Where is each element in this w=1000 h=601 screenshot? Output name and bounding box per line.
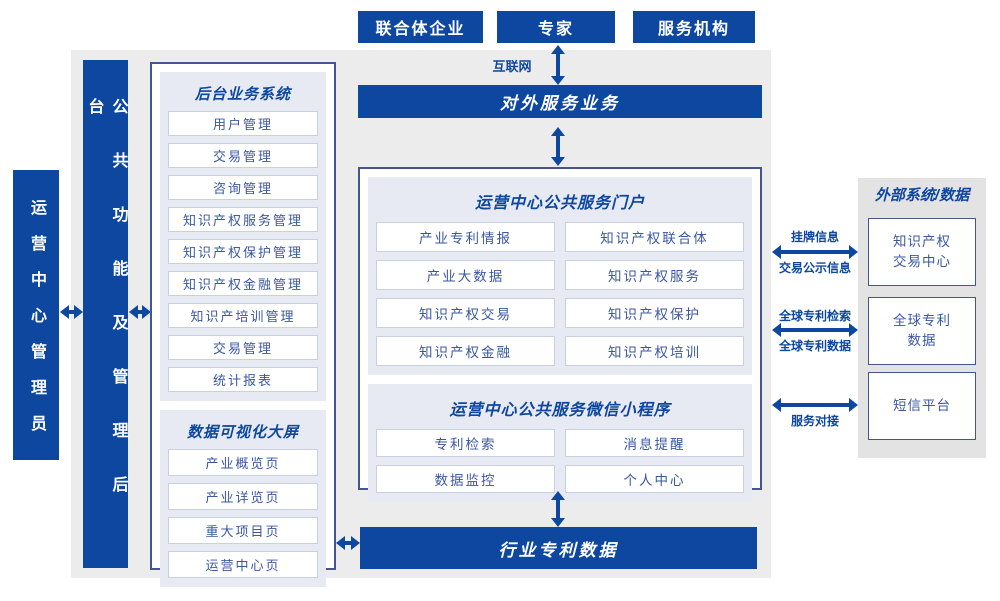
actor-expert: 专家 — [497, 11, 615, 43]
connector-label-trade-publicity: 交易公示信息 — [778, 261, 851, 275]
portal-item: 产业专利情报 — [376, 222, 555, 252]
portal-title: 运营中心公共服务门户 — [474, 195, 645, 212]
backend-item: 知识产权服务管理 — [168, 207, 318, 232]
connector-label-service-docking: 服务对接 — [790, 414, 839, 428]
portal-item: 知识产权交易 — [376, 298, 555, 328]
backend-item: 知识产权金融管理 — [168, 271, 318, 296]
miniprogram-item: 消息提醒 — [565, 429, 744, 457]
actor-consortium-enterprise: 联合体企业 — [358, 11, 483, 43]
portal-item: 知识产权保护 — [565, 298, 744, 328]
miniprogram-title: 运营中心公共服务微信小程序 — [449, 402, 671, 419]
dashboard-item: 重大项目页 — [168, 517, 318, 544]
arrow-dashboard-industry-icon — [336, 536, 360, 550]
portal-item: 知识产权服务 — [565, 260, 744, 290]
industry-patent-data-bar: 行业专利数据 — [360, 527, 757, 569]
external-box-ip-exchange: 知识产权 交易中心 — [868, 218, 976, 286]
arrow-internet-icon — [551, 45, 565, 85]
external-box-global-patent-data: 全球专利 数据 — [868, 297, 976, 365]
portal-item: 知识产权联合体 — [565, 222, 744, 252]
arrow-portal-link-icon — [551, 127, 565, 166]
connector-label-global-patent-search: 全球专利检索 — [778, 309, 851, 323]
actor-service-agency: 服务机构 — [633, 11, 755, 43]
backend-system-title: 后台业务系统 — [194, 86, 291, 103]
sidebar-operation-admin: 运营中心管理员 — [13, 170, 59, 460]
dashboard-title: 数据可视化大屏 — [186, 424, 299, 441]
backend-system-section: 后台业务系统 用户管理 交易管理 咨询管理 知识产权服务管理 知识产权保护管理 … — [160, 72, 326, 401]
backend-item: 咨询管理 — [168, 175, 318, 200]
dashboard-section: 数据可视化大屏 产业概览页 产业详览页 重大项目页 运营中心页 — [160, 410, 326, 587]
arrow-ip-exchange-icon — [772, 245, 858, 259]
portal-item: 产业大数据 — [376, 260, 555, 290]
portal-item: 知识产权金融 — [376, 336, 555, 366]
connector-label-listing-info: 挂牌信息 — [790, 230, 839, 244]
service-center-panel: 运营中心公共服务门户 产业专利情报 知识产权联合体 产业大数据 知识产权服务 知… — [358, 167, 762, 502]
backend-item: 统计报表 — [168, 367, 318, 392]
miniprogram-item: 数据监控 — [376, 465, 555, 493]
backend-item: 知识产权保护管理 — [168, 239, 318, 264]
portal-item: 知识产权培训 — [565, 336, 744, 366]
miniprogram-item: 专利检索 — [376, 429, 555, 457]
backend-item: 用户管理 — [168, 111, 318, 136]
arrow-sms-platform-icon — [772, 398, 858, 412]
sidebar-operation-admin-label: 运营中心管理员 — [28, 199, 45, 451]
arrow-industry-link-icon — [551, 491, 565, 527]
arrow-backend-panel-icon — [129, 305, 151, 319]
backend-item: 交易管理 — [168, 335, 318, 360]
backend-item: 知识产培训管理 — [168, 303, 318, 328]
backend-item: 交易管理 — [168, 143, 318, 168]
external-box-sms-platform: 短信平台 — [868, 372, 976, 440]
dashboard-item: 产业详览页 — [168, 483, 318, 510]
connector-label-global-patent-data: 全球专利数据 — [778, 339, 851, 353]
miniprogram-section: 运营中心公共服务微信小程序 专利检索 消息提醒 数据监控 个人中心 — [368, 384, 752, 502]
external-panel-title: 外部系统/数据 — [874, 187, 970, 204]
miniprogram-item: 个人中心 — [565, 465, 744, 493]
arrow-global-patent-icon — [772, 323, 858, 337]
sidebar-public-backend-label: 公共功能及管理后台 — [85, 98, 127, 530]
external-service-bar: 对外服务业务 — [358, 85, 762, 118]
arrow-admin-backend-icon — [60, 305, 83, 319]
internet-label: 互联网 — [492, 59, 532, 74]
dashboard-item: 产业概览页 — [168, 449, 318, 476]
dashboard-item: 运营中心页 — [168, 551, 318, 578]
sidebar-public-backend: 公共功能及管理后台 — [83, 60, 128, 568]
portal-section: 运营中心公共服务门户 产业专利情报 知识产权联合体 产业大数据 知识产权服务 知… — [368, 177, 752, 375]
backend-panel: 后台业务系统 用户管理 交易管理 咨询管理 知识产权服务管理 知识产权保护管理 … — [150, 62, 336, 587]
